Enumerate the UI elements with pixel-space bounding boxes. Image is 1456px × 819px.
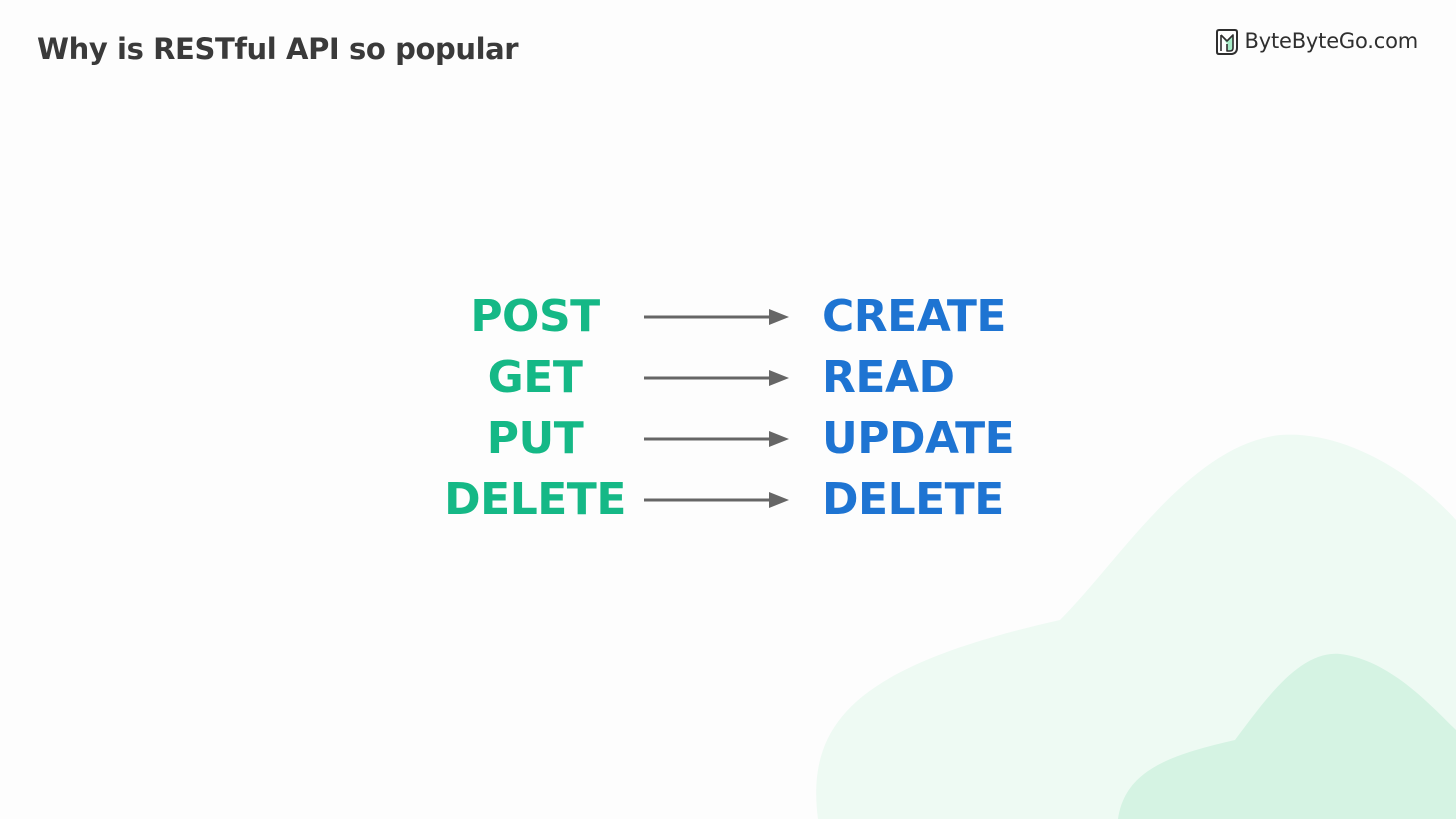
- mapping-row: PUT UPDATE: [440, 408, 1040, 469]
- mapping-row: POST CREATE: [440, 286, 1040, 347]
- arrow-right-icon: [644, 369, 789, 386]
- method-label: POST: [470, 291, 600, 342]
- arrow-right-icon: [644, 430, 789, 447]
- method-label: DELETE: [444, 474, 626, 525]
- action-label: UPDATE: [822, 413, 1015, 464]
- bytebytego-logo-icon: [1215, 29, 1238, 55]
- action-label: READ: [822, 352, 955, 403]
- page-title: Why is RESTful API so popular: [37, 32, 519, 66]
- action-label: CREATE: [822, 291, 1006, 342]
- action-label: DELETE: [822, 474, 1004, 525]
- mapping-row: GET READ: [440, 347, 1040, 408]
- arrow-right-icon: [644, 491, 789, 508]
- arrow-right-icon: [644, 308, 789, 325]
- background-blob-dark: [1118, 653, 1456, 819]
- method-label: PUT: [486, 413, 584, 464]
- mapping-row: DELETE DELETE: [440, 469, 1040, 530]
- brand-name: ByteByteGo.com: [1244, 29, 1419, 53]
- http-crud-mapping: POST CREATE GET READ PUT UPDATE DELETE D…: [440, 286, 1040, 530]
- method-label: GET: [487, 352, 583, 403]
- brand: ByteByteGo.com: [1215, 26, 1418, 56]
